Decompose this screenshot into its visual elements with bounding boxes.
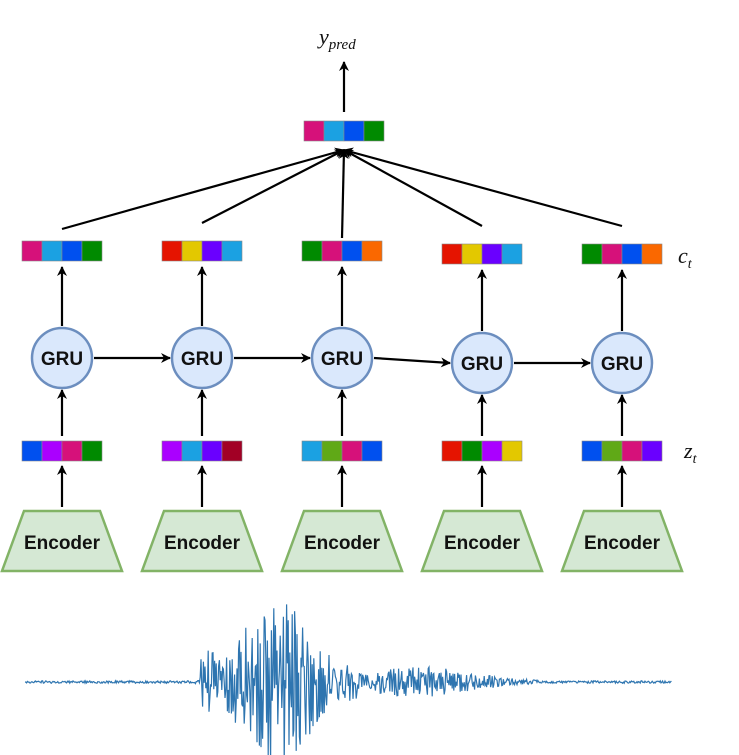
- vector-cell: [343, 120, 365, 142]
- vector-cell: [21, 240, 43, 262]
- encoder-label: Encoder: [444, 533, 521, 554]
- timestep-1: Encoder GRU: [0, 240, 124, 573]
- output-vector-cells: [303, 120, 385, 142]
- vector-cell: [461, 243, 483, 265]
- c-vector: [161, 240, 243, 262]
- vector-cell: [201, 440, 223, 462]
- z-vector: [21, 440, 103, 462]
- vector-cell: [221, 440, 243, 462]
- vector-cell: [621, 440, 643, 462]
- gru-label: GRU: [601, 354, 643, 375]
- vector-cell: [481, 243, 503, 265]
- timestep-4: Encoder GRU: [420, 243, 544, 573]
- vector-cell: [301, 440, 323, 462]
- recurrent-arrows: [94, 353, 591, 368]
- vector-cell: [61, 440, 83, 462]
- vector-cell: [581, 440, 603, 462]
- gru-label: GRU: [461, 354, 503, 375]
- gru-label: GRU: [181, 349, 223, 370]
- output-label: ypred: [317, 24, 356, 53]
- recurrent-arrow: [373, 356, 451, 368]
- c-vector: [301, 240, 383, 262]
- vector-cell: [601, 440, 623, 462]
- vector-cell: [441, 440, 463, 462]
- vector-cell: [81, 240, 103, 262]
- aggregation-arrow: [201, 149, 345, 224]
- gru-node: [450, 331, 514, 395]
- vector-cell: [501, 440, 523, 462]
- gru-node: [310, 326, 374, 390]
- encoder-block: [420, 509, 544, 573]
- gru-node: [590, 331, 654, 395]
- vector-cell: [61, 240, 83, 262]
- vector-cell: [161, 440, 183, 462]
- encoder-label: Encoder: [584, 533, 661, 554]
- vector-cell: [641, 440, 663, 462]
- vector-cell: [363, 120, 385, 142]
- vector-cell: [181, 240, 203, 262]
- vector-cell: [601, 243, 623, 265]
- vector-cell: [321, 440, 343, 462]
- z-vector: [441, 440, 523, 462]
- vector-cell: [41, 440, 63, 462]
- output-vector: [303, 120, 385, 142]
- vector-cell: [341, 440, 363, 462]
- vector-cell: [341, 240, 363, 262]
- aggregation-arrow: [338, 149, 349, 239]
- gru-label: GRU: [41, 349, 83, 370]
- vector-cell: [323, 120, 345, 142]
- vector-cell: [621, 243, 643, 265]
- vector-cell: [301, 240, 323, 262]
- vector-cell: [361, 240, 383, 262]
- z-vector: [581, 440, 663, 462]
- context-label: ct: [678, 243, 693, 272]
- c-vector: [581, 243, 663, 265]
- vector-cell: [41, 240, 63, 262]
- encoder-label: Encoder: [304, 533, 381, 554]
- vector-cell: [361, 440, 383, 462]
- vector-cell: [81, 440, 103, 462]
- vector-cell: [641, 243, 663, 265]
- encoder-label: Encoder: [164, 533, 241, 554]
- audio-waveform: [24, 604, 672, 755]
- vector-cell: [201, 240, 223, 262]
- z-vector: [301, 440, 383, 462]
- timestep-5: Encoder GRU: [560, 243, 684, 573]
- encoder-label: Encoder: [24, 533, 101, 554]
- vector-cell: [221, 240, 243, 262]
- timestep-3: Encoder GRU: [280, 240, 404, 573]
- vector-cell: [501, 243, 523, 265]
- latent-label: zt: [683, 438, 698, 467]
- encoder-block: [0, 509, 124, 573]
- vector-cell: [481, 440, 503, 462]
- encoder-block: [140, 509, 264, 573]
- gru-node: [30, 326, 94, 390]
- encoder-block: [560, 509, 684, 573]
- z-vector: [161, 440, 243, 462]
- aggregation-arrow: [61, 147, 345, 231]
- c-vector: [441, 243, 523, 265]
- aggregation-arrow: [343, 149, 483, 227]
- aggregation-arrow: [343, 147, 623, 228]
- vector-cell: [581, 243, 603, 265]
- vector-cell: [321, 240, 343, 262]
- vector-cell: [303, 120, 325, 142]
- vector-cell: [461, 440, 483, 462]
- aggregation-arrows: [61, 147, 623, 239]
- timestep-2: Encoder GRU: [140, 240, 264, 573]
- timestep-columns: Encoder GRU Encoder GRU Encoder GRU Encoder GRU…: [0, 240, 684, 573]
- vector-cell: [181, 440, 203, 462]
- vector-cell: [161, 240, 183, 262]
- encoder-block: [280, 509, 404, 573]
- gru-node: [170, 326, 234, 390]
- c-vector: [21, 240, 103, 262]
- vector-cell: [21, 440, 43, 462]
- gru-label: GRU: [321, 349, 363, 370]
- vector-cell: [441, 243, 463, 265]
